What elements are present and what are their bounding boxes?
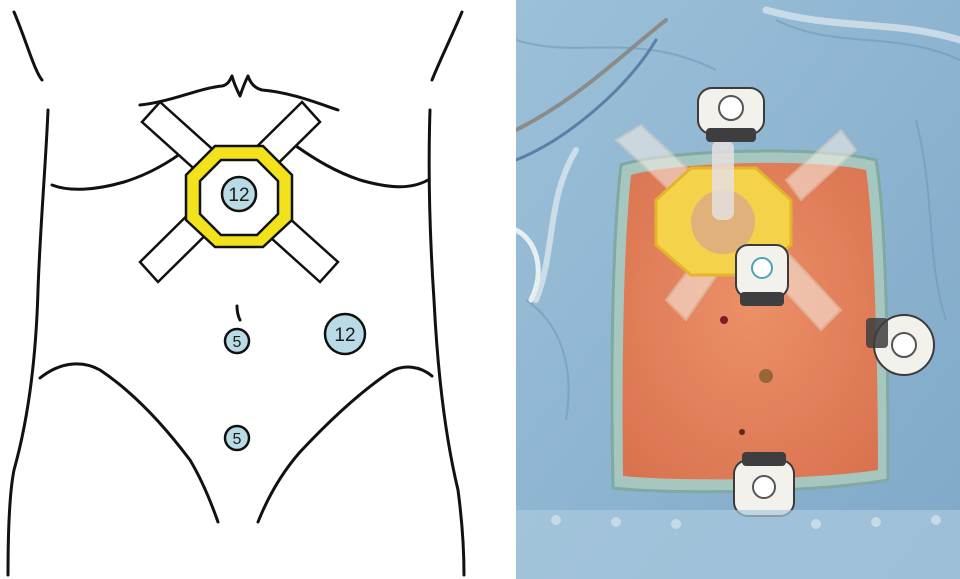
- svg-text:5: 5: [233, 431, 242, 448]
- port-placement-diagram: 12 12 5 5: [0, 0, 510, 579]
- surgical-field-illustration: [516, 0, 960, 579]
- trocar-lower: [734, 452, 794, 516]
- trocar-center: [736, 245, 788, 306]
- trocar-upper: [698, 88, 764, 142]
- port-5-umbilical: 5: [225, 329, 249, 353]
- port-12-upper: 12: [222, 177, 256, 211]
- svg-text:5: 5: [233, 334, 242, 351]
- svg-text:12: 12: [228, 185, 249, 206]
- surgical-field-photo: [516, 0, 960, 579]
- svg-text:12: 12: [334, 325, 355, 346]
- abdomen-outline-drawing: 12 12 5 5: [0, 0, 510, 579]
- port-5-lower: 5: [225, 426, 249, 450]
- port-12-right: 12: [325, 314, 365, 354]
